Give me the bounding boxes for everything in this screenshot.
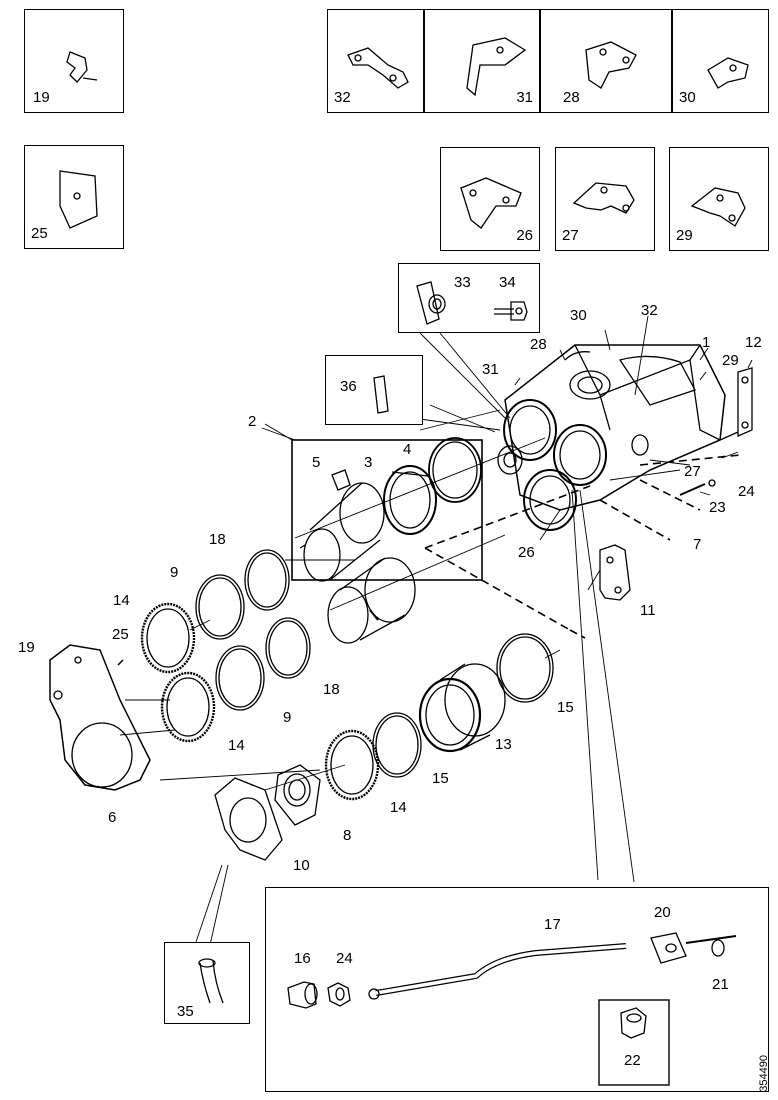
bracket-icon xyxy=(585,41,637,89)
inset-label: 34 xyxy=(499,274,516,291)
callout-8: 8 xyxy=(343,827,352,844)
bracket-icon xyxy=(460,177,522,229)
callout-9-lower: 9 xyxy=(283,709,292,726)
callout-7: 7 xyxy=(693,536,702,553)
bracket-icon xyxy=(466,37,527,97)
hose-icon xyxy=(198,958,224,1004)
strip-icon xyxy=(373,375,389,414)
callout-12: 12 xyxy=(745,334,762,351)
detail-label: 16 xyxy=(294,950,311,967)
flange-part-8 xyxy=(274,764,321,826)
filter-part-13 xyxy=(418,663,506,753)
callout-3: 3 xyxy=(364,454,373,471)
inset-box-36: 36 xyxy=(325,355,423,425)
callout-13: 13 xyxy=(495,736,512,753)
inset-box-35: 35 xyxy=(164,942,250,1024)
drawing-number: 354490 xyxy=(758,1055,770,1092)
callout-1: 1 xyxy=(702,334,711,351)
ring-part-18-lower xyxy=(265,617,311,679)
inset-label: 35 xyxy=(177,1003,194,1020)
inset-box-28: 28 xyxy=(540,9,672,113)
inset-label: 22 xyxy=(624,1052,641,1069)
callout-29: 29 xyxy=(722,352,739,369)
ring-part-14-middle xyxy=(160,671,216,743)
inset-label: 19 xyxy=(33,89,50,106)
detail-label: 24 xyxy=(336,950,353,967)
inset-box-32: 32 xyxy=(327,9,424,113)
ring-part-15-lower xyxy=(372,712,422,778)
callout-27: 27 xyxy=(684,463,701,480)
callout-24: 24 xyxy=(738,483,755,500)
detail-box-pipe: 16 24 17 20 21 22 xyxy=(265,887,769,1092)
inset-box-19: 19 xyxy=(24,9,124,113)
bracket-part-11 xyxy=(599,544,631,601)
callout-5: 5 xyxy=(312,454,321,471)
inset-label: 32 xyxy=(334,89,351,106)
detail-label: 21 xyxy=(712,976,729,993)
callout-4: 4 xyxy=(403,441,412,458)
ring-part-14-upper xyxy=(140,602,196,674)
ring-part-9-lower xyxy=(215,645,265,711)
clip-and-bolt-icon xyxy=(416,281,528,325)
plate-part-12 xyxy=(719,367,753,441)
inset-box-25: 25 xyxy=(24,145,124,249)
callout-18-lower: 18 xyxy=(323,681,340,698)
pipe-detail-icon xyxy=(287,932,737,1086)
ring-part-18-upper xyxy=(244,549,290,611)
inset-box-27: 27 xyxy=(555,147,655,251)
detail-label: 20 xyxy=(654,904,671,921)
bracket-icon xyxy=(572,182,635,214)
inset-box-30: 30 xyxy=(672,9,769,113)
inset-label: 28 xyxy=(563,89,580,106)
inset-label: 25 xyxy=(31,225,48,242)
inset-label: 27 xyxy=(562,227,579,244)
callout-2: 2 xyxy=(248,413,257,430)
callout-9-upper: 9 xyxy=(170,564,179,581)
ring-part-14-lower xyxy=(324,729,380,801)
callout-28: 28 xyxy=(530,336,547,353)
callout-11: 11 xyxy=(640,602,656,619)
bracket-icon xyxy=(690,187,746,227)
callout-14-upper: 14 xyxy=(113,592,130,609)
callout-15-lower: 15 xyxy=(432,770,449,787)
callout-14-lower: 14 xyxy=(390,799,407,816)
bracket-icon xyxy=(347,47,409,89)
callout-25: 25 xyxy=(112,626,129,643)
ring-part-9-upper xyxy=(195,574,245,640)
inset-box-26: 26 xyxy=(440,147,540,251)
plate-icon xyxy=(59,170,98,229)
inset-label: 31 xyxy=(516,89,533,106)
bracket-icon xyxy=(707,57,749,89)
gasket-part-10 xyxy=(214,777,283,861)
detail-label: 17 xyxy=(544,916,561,933)
callout-30: 30 xyxy=(570,307,587,324)
callout-23: 23 xyxy=(709,499,726,516)
inset-label: 30 xyxy=(679,89,696,106)
callout-18-upper: 18 xyxy=(209,531,226,548)
kit-box-2 xyxy=(291,439,483,581)
callout-10: 10 xyxy=(293,857,310,874)
callout-19: 19 xyxy=(18,639,35,656)
inset-label: 36 xyxy=(340,378,357,395)
cover-part-6 xyxy=(49,644,151,791)
callout-31: 31 xyxy=(482,361,499,378)
callout-6: 6 xyxy=(108,809,117,826)
callout-32: 32 xyxy=(641,302,658,319)
ring-part-15-upper xyxy=(496,633,554,703)
callout-14-middle: 14 xyxy=(228,737,245,754)
inset-box-29: 29 xyxy=(669,147,769,251)
inset-label: 26 xyxy=(516,227,533,244)
inset-label: 33 xyxy=(454,274,471,291)
callout-26: 26 xyxy=(518,544,535,561)
inset-box-33-34: 33 34 xyxy=(398,263,540,333)
callout-15-upper: 15 xyxy=(557,699,574,716)
housing-part-1 xyxy=(497,344,726,531)
inset-box-31: 31 xyxy=(424,9,540,113)
clip-icon xyxy=(66,51,98,83)
inset-label: 29 xyxy=(676,227,693,244)
